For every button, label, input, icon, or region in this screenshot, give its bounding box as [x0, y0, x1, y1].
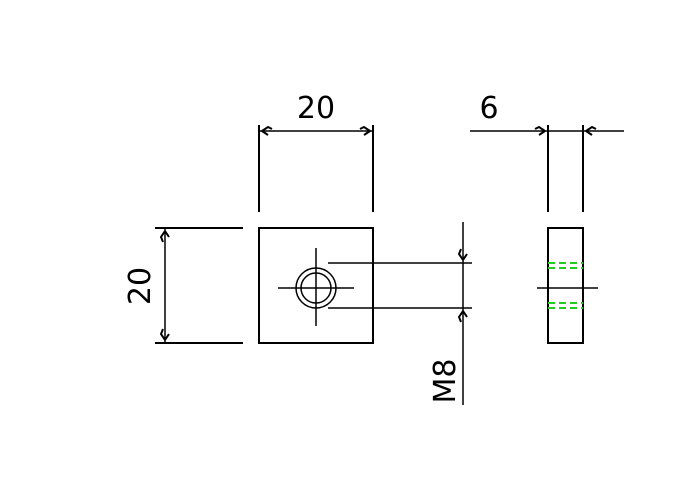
arrow-left-to-face-icon: [585, 125, 597, 136]
thickness-dimension: 6: [470, 91, 624, 212]
width-dimension-text: 20: [297, 91, 335, 126]
front-view: [258, 227, 374, 344]
arrow-down-icon: [159, 328, 170, 341]
side-view: [537, 227, 598, 344]
height-dimension: 20: [123, 227, 243, 344]
arrow-right-icon: [359, 125, 371, 136]
arrow-up-to-thread-icon: [457, 310, 468, 323]
width-dimension: 20: [258, 91, 374, 212]
front-view-outline: [258, 227, 374, 344]
side-view-outline: [547, 227, 584, 344]
height-dimension-text: 20: [123, 267, 158, 305]
arrow-up-icon: [159, 230, 170, 243]
thickness-dimension-text: 6: [479, 91, 498, 126]
thread-dimension: M8: [328, 222, 472, 405]
arrow-left-icon: [261, 125, 273, 136]
arrow-right-to-face-icon: [534, 125, 546, 136]
threaded-hole: [278, 248, 354, 326]
thread-dimension-text: M8: [428, 359, 463, 404]
hidden-thread-lines: [548, 262, 583, 309]
arrow-down-to-thread-icon: [457, 248, 468, 261]
